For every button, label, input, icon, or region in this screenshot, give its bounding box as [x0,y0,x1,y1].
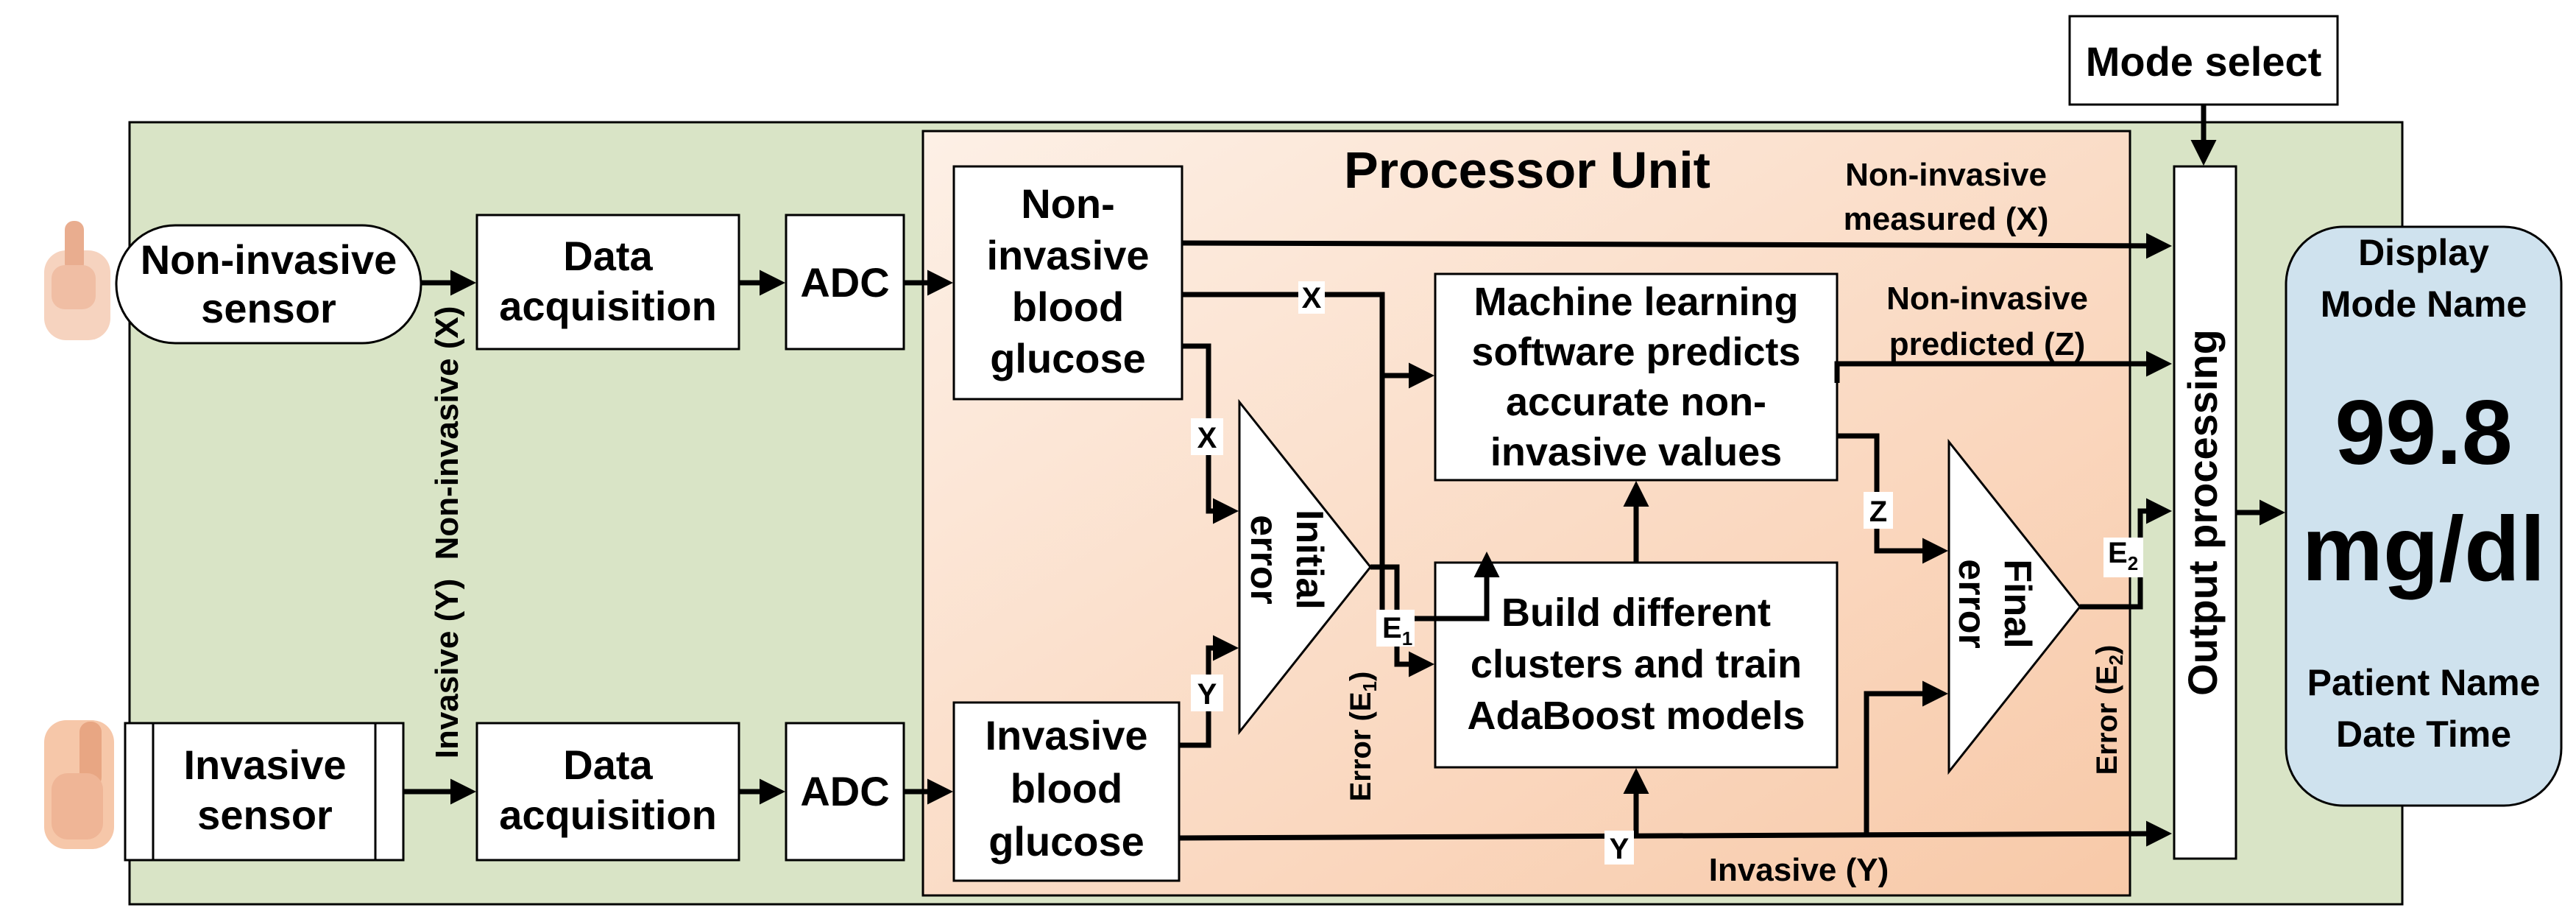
label-non-invasive-predicted-2: predicted (Z) [1889,326,2085,362]
build-label-1: Build different [1501,591,1771,635]
nibg-label-3: blood [1012,284,1124,330]
output-processing-label: Output processing [2179,329,2226,696]
build-label-2: clusters and train [1471,642,1802,686]
ml-label-4: invasive values [1490,430,1782,474]
initial-error-comparator [1238,398,1372,736]
nibg-label-1: Non- [1021,180,1115,227]
ibg-label-2: blood [1011,765,1122,811]
adc-bottom-label: ADC [800,768,889,814]
nibg-label-4: glucose [990,335,1146,381]
display-line2: Mode Name [2321,284,2527,325]
output-processing-box [2173,165,2237,860]
display-panel [2285,225,2563,807]
adc-top [785,214,905,351]
invasive-sensor-label-2: sensor [197,792,333,838]
adc-top-label: ADC [800,259,889,306]
tag-x-initial: X [1197,422,1217,454]
final-error-label-2: error [1950,559,1993,648]
tag-y-initial: Y [1197,678,1217,711]
display-unit: mg/dl [2302,499,2546,600]
invasive-blood-glucose-box [952,701,1181,882]
invasive-sensor-label-1: Invasive [183,742,346,788]
label-non-invasive-predicted-1: Non-invasive [1886,281,2088,317]
data-acquisition-top-label-2: acquisition [499,283,717,329]
ibg-label-3: glucose [988,818,1144,865]
initial-error-label-2: error [1242,515,1285,604]
display-line1: Display [2358,232,2489,273]
build-clusters-box [1434,561,1839,769]
tag-e1: E1 [1382,612,1412,649]
label-non-invasive-measured-2: measured (X) [1844,201,2049,237]
finger-icon-top [44,221,110,340]
label-invasive-y-bottom: Invasive (Y) [1709,852,1889,888]
adc-bottom [785,722,905,862]
label-error-e2: Error (E2) [2091,645,2127,775]
label-non-invasive-x-vertical: Non-invasive (X) [429,306,465,560]
final-error-label-1: Final [1996,559,2039,648]
processor-unit-title: Processor Unit [1344,141,1710,199]
label-invasive-y-vertical: Invasive (Y) [429,579,465,759]
non-invasive-sensor-label-2: sensor [201,285,336,331]
data-acquisition-bottom-label-1: Data [563,742,653,788]
ml-label-3: accurate non- [1506,380,1766,424]
label-non-invasive-measured-1: Non-invasive [1845,157,2047,193]
display-value: 99.8 [2335,382,2512,484]
display-line4: Date Time [2336,714,2511,755]
final-error-comparator [1947,438,2081,775]
mode-select-label: Mode select [2086,38,2322,85]
machine-learning-box [1434,272,1839,482]
tag-x-top: X [1302,282,1322,314]
mode-select-box[interactable] [2068,15,2339,106]
display-line3: Patient Name [2307,662,2541,703]
ml-label-1: Machine learning [1473,280,1798,324]
initial-error-label-1: Initial [1288,510,1331,610]
ml-label-2: software predicts [1471,330,1800,374]
build-label-3: AdaBoost models [1467,694,1805,738]
data-acquisition-bottom [475,722,740,862]
finger-icon-bottom [44,720,114,849]
tag-y-bottom: Y [1610,833,1630,865]
data-acquisition-bottom-label-2: acquisition [499,792,717,838]
non-invasive-sensor-label-1: Non-invasive [141,236,397,283]
tag-e2: E2 [2108,537,2138,574]
data-acquisition-top-label-1: Data [563,233,653,279]
label-error-e1: Error (E1) [1345,672,1381,802]
ibg-label-1: Invasive [985,712,1147,758]
tag-z: Z [1869,496,1887,528]
data-acquisition-top [475,214,740,351]
nibg-label-2: invasive [986,232,1149,278]
non-invasive-blood-glucose-box [952,165,1183,401]
